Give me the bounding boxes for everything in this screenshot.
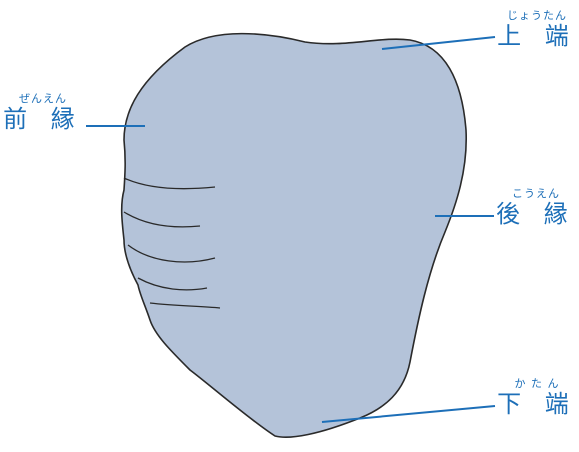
label-bottom-end: か た ん 下 端 — [497, 378, 577, 416]
scale-shape — [122, 34, 467, 438]
label-back-edge-text: 後 縁 — [496, 202, 576, 226]
label-back-edge-ruby: こうえん — [496, 188, 576, 199]
label-front-edge: ぜんえん 前 縁 — [2, 93, 84, 131]
label-bottom-end-text: 下 端 — [497, 392, 577, 416]
label-back-edge: こうえん 後 縁 — [496, 188, 576, 226]
label-top-end-text: 上 端 — [497, 24, 577, 48]
label-top-end: じょうたん 上 端 — [497, 10, 577, 48]
label-front-edge-ruby: ぜんえん — [2, 93, 84, 104]
label-front-edge-text: 前 縁 — [2, 107, 84, 131]
label-bottom-end-ruby: か た ん — [497, 378, 577, 389]
label-top-end-ruby: じょうたん — [497, 10, 577, 21]
